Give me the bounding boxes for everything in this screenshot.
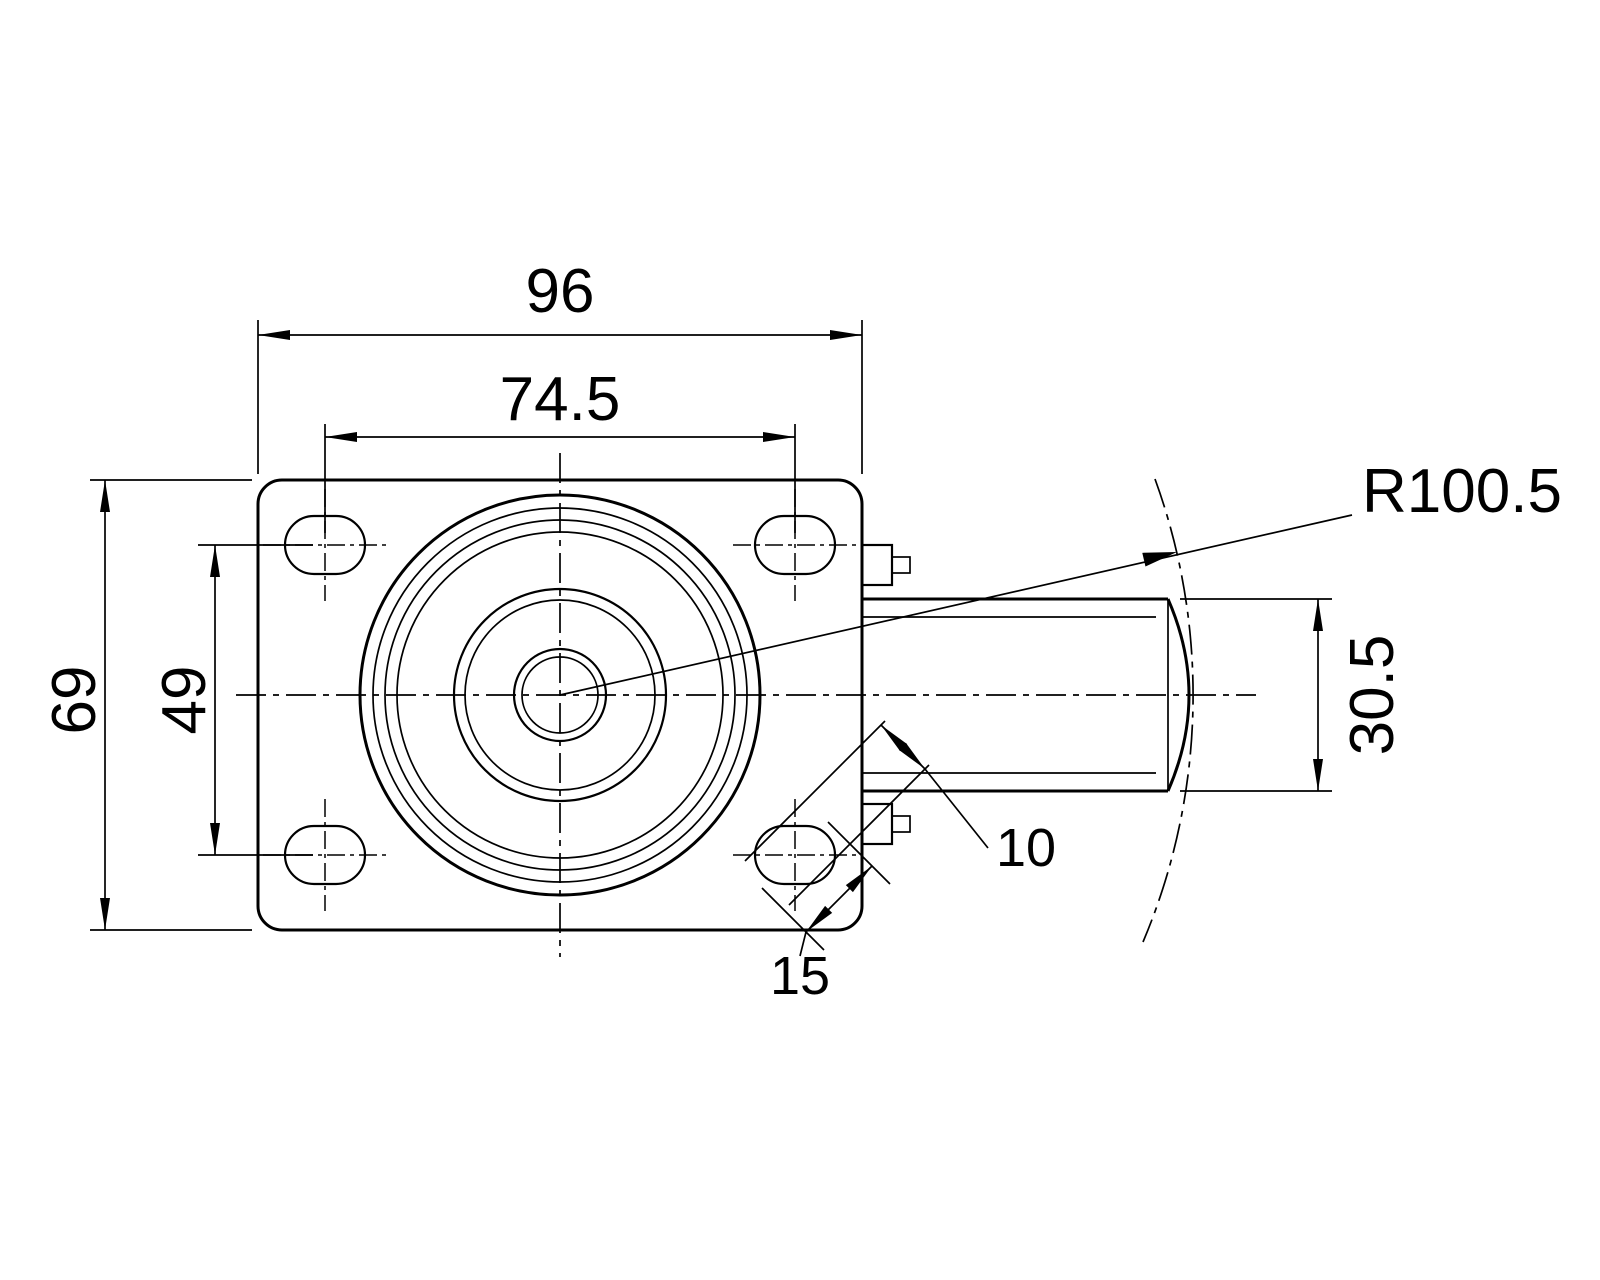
dim-hole-spacing-x: 74.5 [324, 365, 796, 533]
lug-tip [891, 556, 911, 574]
dimension-line [805, 865, 873, 933]
leader-line [799, 931, 807, 957]
bolt-slot-bottom-right [733, 799, 857, 911]
lug-body [860, 543, 894, 587]
dim-slot-length-label: 15 [770, 946, 830, 1006]
kingpin-hole-circle [521, 656, 599, 734]
extension-line [744, 720, 886, 862]
swivel-bearing [358, 493, 762, 897]
dim-swivel-radius-label: R100.5 [1362, 457, 1562, 526]
dim-hole-spacing-y-label: 49 [150, 666, 219, 735]
bearing-circle [464, 599, 656, 791]
dim-plate-width-label: 96 [526, 257, 595, 326]
dim-slot-width-label: 10 [996, 818, 1056, 878]
bearing-circle [396, 531, 724, 859]
dim-wheel-tread-width-label: 30.5 [1338, 635, 1407, 756]
dim-slot-length: 15 [761, 821, 891, 1006]
extension-line [788, 764, 930, 906]
wheel-end-cap [1166, 598, 1191, 792]
bearing-circle [358, 493, 762, 897]
extension-line [827, 821, 891, 885]
lug-tip [891, 815, 911, 833]
side-lug-top [860, 543, 911, 587]
side-lug-bottom [860, 802, 911, 846]
dim-slot-width: 10 [744, 720, 1056, 906]
dimension-line [880, 724, 926, 770]
dim-plate-depth: 69 [40, 479, 252, 931]
radius-arrowhead [1142, 552, 1177, 567]
drawing-root: 96 74.5 69 49 30.5 [40, 257, 1562, 1006]
wheel-top-view [862, 597, 1191, 793]
dim-wheel-tread-width: 30.5 [1180, 598, 1407, 792]
dim-hole-spacing-x-label: 74.5 [500, 365, 621, 434]
kingpin-hole-circle [512, 647, 608, 743]
lug-body [860, 802, 894, 846]
leader-line [924, 768, 989, 849]
radius-leader-line [559, 514, 1353, 696]
swivel-radius-arc [1142, 478, 1194, 943]
bearing-circle [452, 587, 668, 803]
dim-plate-width: 96 [257, 257, 863, 474]
bearing-circle [372, 507, 748, 883]
dim-plate-depth-label: 69 [40, 666, 109, 735]
dim-swivel-radius: R100.5 [559, 457, 1562, 696]
dim-hole-spacing-y: 49 [150, 544, 313, 856]
bearing-circle [384, 519, 736, 871]
extension-line [761, 887, 825, 951]
